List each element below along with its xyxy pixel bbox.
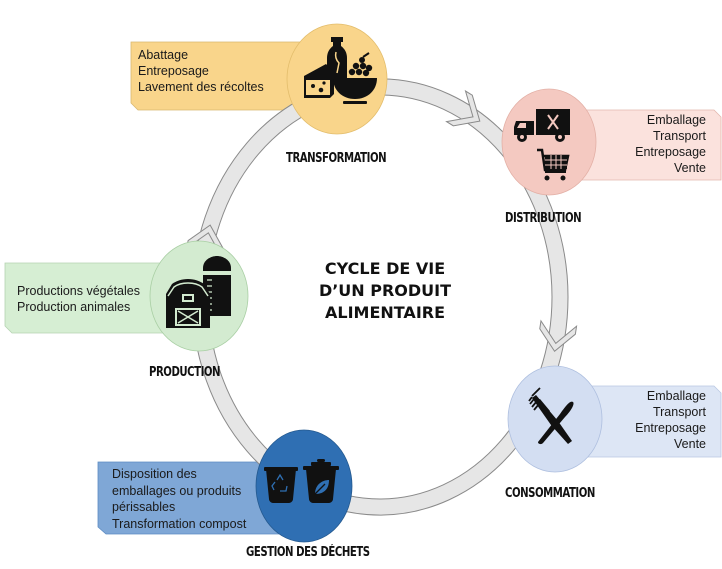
detail-line: Lavement des récoltes xyxy=(138,80,264,94)
transformation-details: Abattage Entreposage Lavement des récolt… xyxy=(138,47,264,95)
distribution-details: Emballage Transport Entreposage Vente xyxy=(635,112,706,176)
detail-line: Abattage xyxy=(138,48,189,62)
title-line: D’UN PRODUIT xyxy=(318,281,452,300)
detail-line: Entreposage xyxy=(635,421,706,435)
detail-line: Transport xyxy=(652,405,706,419)
barn-and-silo-icon xyxy=(166,256,231,328)
detail-line: Transport xyxy=(652,129,706,143)
fork-and-knife-icon xyxy=(528,387,574,445)
title-line: ALIMENTAIRE xyxy=(324,303,446,322)
stage-label-distribution: DISTRIBUTION xyxy=(505,211,582,226)
gestion-circle xyxy=(255,429,353,543)
detail-line: emballages ou produits xyxy=(112,483,242,498)
detail-line: périssables xyxy=(112,500,176,514)
production-details: Productions végétales Production animale… xyxy=(17,283,140,315)
food-products-icon xyxy=(304,37,377,104)
diagram-title: CYCLE DE VIE D’UN PRODUIT ALIMENTAIRE xyxy=(300,258,470,324)
distribution-circle xyxy=(501,88,597,196)
ring-chevron-arrow xyxy=(445,89,481,127)
detail-line: Entreposage xyxy=(635,145,706,159)
detail-line: Vente xyxy=(674,161,706,175)
detail-line: Emballage xyxy=(646,113,706,127)
detail-line: Entreposage xyxy=(138,64,209,78)
ring-chevron-arrow xyxy=(539,319,578,353)
delivery-truck-and-cart-icon xyxy=(514,109,570,181)
stage-label-consommation: CONSOMMATION xyxy=(505,486,595,501)
detail-line: Productions végétales xyxy=(17,284,140,298)
detail-line: Production animales xyxy=(17,300,131,314)
stage-label-transformation: TRANSFORMATION xyxy=(286,151,387,166)
stage-label-gestion: GESTION DES DÉCHETS xyxy=(246,545,370,560)
detail-line: Vente xyxy=(674,437,706,451)
detail-line: Emballage xyxy=(646,389,706,403)
title-line: CYCLE DE VIE xyxy=(324,259,446,278)
detail-line: Disposition des xyxy=(112,467,197,481)
recycling-and-compost-bins-icon xyxy=(264,459,339,503)
consommation-details: Emballage Transport Entreposage Vente xyxy=(635,388,706,452)
stage-label-production: PRODUCTION xyxy=(149,365,221,380)
detail-line: Transformation compost xyxy=(112,516,247,531)
gestion-details: Disposition des emballages ou produits p… xyxy=(112,466,246,532)
